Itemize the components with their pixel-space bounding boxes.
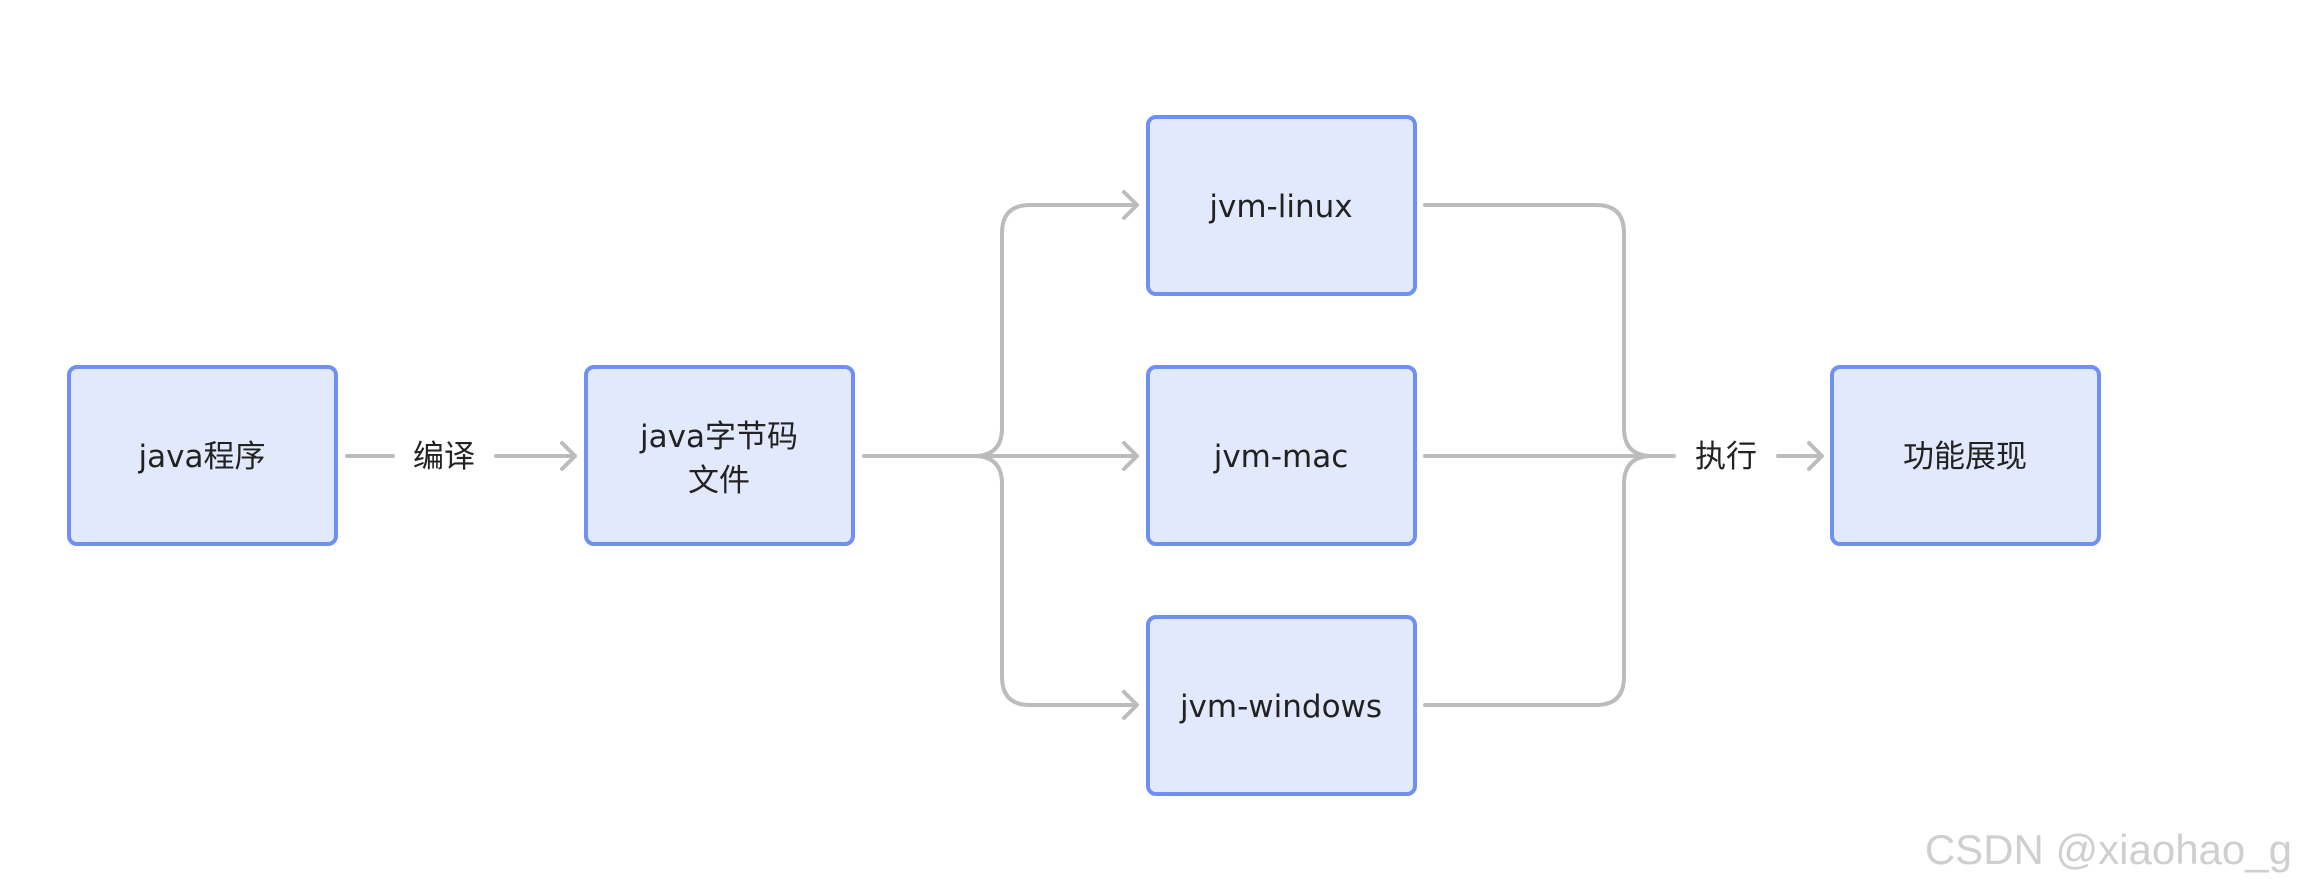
edge-bytecode-to-mac xyxy=(972,441,1139,471)
edges xyxy=(345,190,1824,720)
node-jvm-linux-box xyxy=(1146,115,1417,296)
node-java-program-label: java程序 xyxy=(138,439,266,475)
edge-windows-to-execute xyxy=(1423,454,1654,707)
watermark: CSDN @xiaohao_g xyxy=(1925,826,2292,873)
node-bytecode-file: java字节码 文件 xyxy=(584,365,855,546)
node-java-program: java程序 xyxy=(67,365,338,546)
node-jvm-windows-label: jvm-windows xyxy=(1179,689,1382,725)
edge-bytecode-to-windows xyxy=(972,454,1139,720)
node-bytecode-file-label-line2: 文件 xyxy=(688,463,750,499)
node-display-label: 功能展现 xyxy=(1903,439,2027,475)
node-jvm-mac-box xyxy=(1146,365,1417,546)
edge-linux-to-execute xyxy=(1423,203,1654,458)
node-jvm-mac: jvm-mac xyxy=(1146,365,1417,546)
edge-compile-arrow xyxy=(494,441,577,471)
node-display-box xyxy=(1830,365,2101,546)
node-jvm-mac-label: jvm-mac xyxy=(1213,439,1349,475)
edge-label-compile: 编译 xyxy=(413,439,475,475)
edge-execute-arrow xyxy=(1776,441,1824,471)
node-display: 功能展现 xyxy=(1830,365,2101,546)
node-jvm-linux-label: jvm-linux xyxy=(1208,189,1352,225)
node-bytecode-file-label-line1: java字节码 xyxy=(639,419,798,455)
node-java-program-box xyxy=(67,365,338,546)
node-bytecode-file-box xyxy=(584,365,855,546)
edge-bytecode-to-linux xyxy=(862,190,1139,458)
edge-label-execute: 执行 xyxy=(1695,439,1757,475)
node-jvm-windows: jvm-windows xyxy=(1146,615,1417,796)
node-jvm-windows-box xyxy=(1146,615,1417,796)
node-jvm-linux: jvm-linux xyxy=(1146,115,1417,296)
